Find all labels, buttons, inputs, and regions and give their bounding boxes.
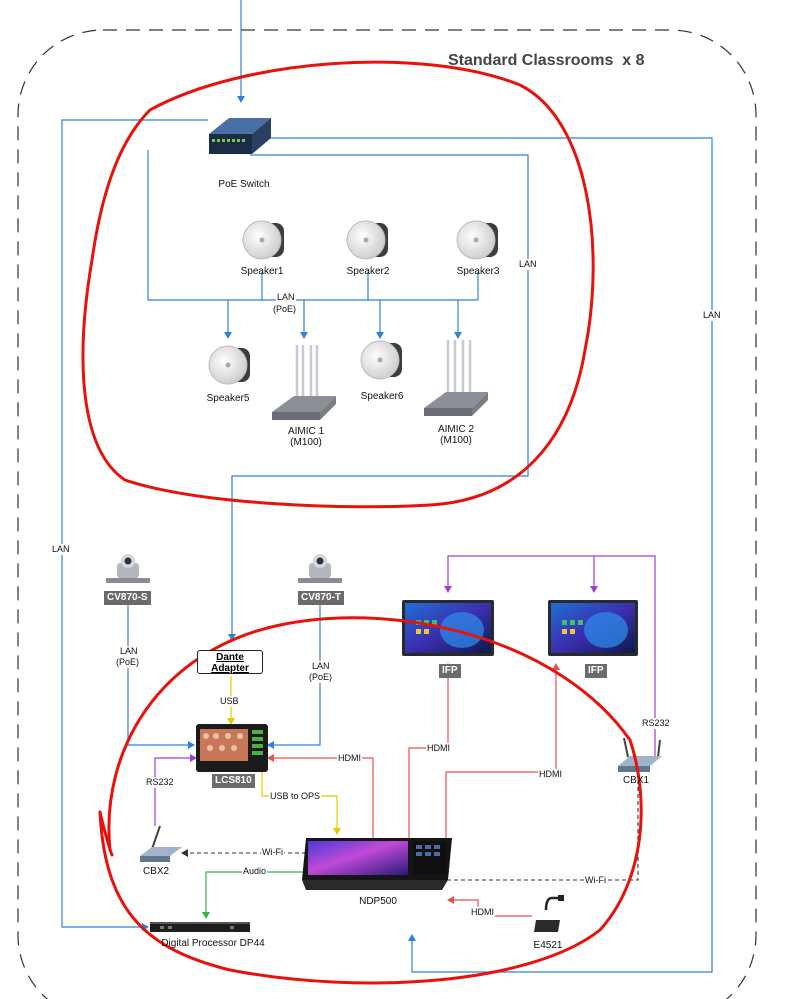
room-boundary [17, 29, 757, 999]
wifi-left-label: Wi-Fi [261, 847, 284, 858]
cbx2-label: CBX2 [142, 866, 170, 877]
cbx1-icon [618, 737, 662, 772]
lcs810-icon [196, 724, 268, 772]
hdmi-lcs-label: HDMI [337, 753, 362, 764]
dp44-label: Digital Processor DP44 [161, 938, 265, 949]
cv870s-camera-icon [106, 554, 150, 583]
ifp-right-label: IFP [585, 664, 607, 678]
audio-wiring [202, 871, 306, 919]
aimic2-icon [424, 340, 488, 416]
lan-wiring [61, 0, 713, 973]
diagram-title: Standard Classrooms x 8 [448, 52, 645, 69]
lan-right-inner-label: LAN [518, 259, 538, 270]
hdmi-ifp-right-label: HDMI [538, 769, 563, 780]
wifi-right-label: Wi-Fi [584, 875, 607, 886]
hdmi-ifp-left-label: HDMI [426, 743, 451, 754]
e4521-label: E4521 [533, 940, 563, 951]
dante-adapter-line1: Dante [216, 652, 244, 663]
lcs810-label: LCS810 [212, 774, 255, 788]
speaker2-label: Speaker2 [346, 266, 390, 277]
lan-right-outer-label: LAN [702, 310, 722, 321]
cv870s-label: CV870-S [104, 591, 151, 605]
annotation-circle-top [81, 60, 595, 509]
aimic1-model-label: (M100) [290, 437, 322, 448]
dante-adapter-line2: Adapter [211, 663, 249, 674]
ifp-right-icon [548, 600, 638, 656]
lan-poe-t-label: LAN [311, 661, 331, 672]
lan-poe-s-label: LAN [119, 646, 139, 657]
usb-label: USB [219, 696, 240, 707]
poe-switch-label: PoE Switch [218, 179, 270, 190]
cbx2-icon [140, 825, 182, 862]
lan-left-label: LAN [51, 544, 71, 555]
lan-poe-t-sub-label: (PoE) [308, 672, 334, 683]
rs232-right-label: RS232 [641, 718, 671, 729]
speaker1-icon [242, 220, 284, 260]
rs232-wiring [154, 555, 656, 826]
lan-poe-s-sub-label: (PoE) [115, 657, 141, 668]
aimic1-label: AIMIC 1 [287, 426, 325, 437]
speaker3-label: Speaker3 [456, 266, 500, 277]
lan-poe-top-sub-label: (PoE) [272, 304, 298, 315]
e4521-icon [534, 895, 564, 932]
aimic2-label: AIMIC 2 [437, 424, 475, 435]
usb-to-ops-label: USB to OPS [269, 791, 322, 802]
wifi-wiring [181, 765, 642, 881]
dp44-icon [150, 922, 250, 932]
poe-switch-icon [209, 118, 271, 154]
annotation-circle-bottom [98, 616, 643, 985]
aimic1-icon [272, 345, 336, 420]
cv870t-camera-icon [298, 554, 342, 583]
speaker3-icon [456, 220, 498, 260]
speaker6-icon [360, 340, 402, 380]
hdmi-e4521-label: HDMI [470, 907, 495, 918]
speaker5-label: Speaker5 [206, 393, 250, 404]
ndp500-icon [302, 838, 452, 890]
speaker1-label: Speaker1 [240, 266, 284, 277]
ndp500-label: NDP500 [359, 896, 397, 907]
speaker6-label: Speaker6 [360, 391, 404, 402]
lan-poe-top-label: LAN [276, 292, 296, 303]
aimic2-model-label: (M100) [440, 435, 472, 446]
rs232-left-label: RS232 [145, 777, 175, 788]
cbx1-label: CBX1 [622, 775, 650, 786]
cv870t-label: CV870-T [298, 591, 345, 605]
speaker2-icon [346, 220, 388, 260]
ifp-left-label: IFP [439, 664, 461, 678]
speaker5-icon [208, 345, 250, 385]
dante-adapter: Dante Adapter [197, 650, 263, 674]
audio-label: Audio [242, 866, 268, 877]
